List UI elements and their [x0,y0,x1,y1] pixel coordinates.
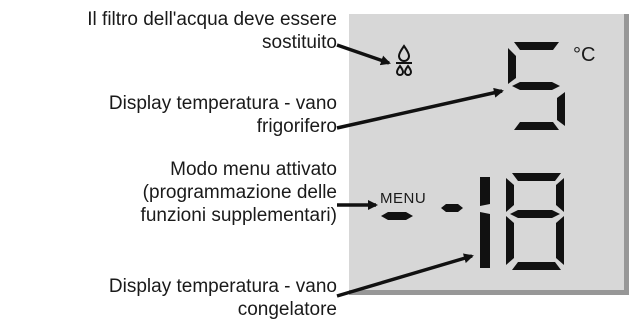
freezer-digit-1-upper [480,177,490,206]
label-water-filter-line1: Il filtro dell'acqua deve essere [87,9,337,30]
arrow-fridge-display [336,87,504,130]
label-water-filter-line2: sostituito [262,32,337,53]
water-drops-icon [395,44,413,76]
menu-indicator-bar [381,212,413,220]
label-water-filter: Il filtro dell'acqua deve essere sostitu… [87,8,337,54]
arrow-water-filter [336,43,391,66]
label-menu-mode: Modo menu attivato (programmazione delle… [141,158,337,227]
label-fridge-display: Display temperatura - vano frigorifero [109,92,337,138]
arrow-freezer-display [336,253,474,298]
celsius-unit: °C [573,44,596,66]
menu-indicator-text: MENU [380,190,427,207]
freezer-digit-1-lower [480,212,490,268]
freezer-minus-segment [441,204,463,212]
label-menu-mode-line2: (programmazione delle [142,182,337,203]
label-freezer-display-line1: Display temperatura - vano [108,276,337,297]
label-menu-mode-line3: funzioni supplementari) [140,205,337,226]
freezer-temperature-digits [441,173,564,270]
label-fridge-display-line2: frigorifero [256,116,337,137]
label-menu-mode-line1: Modo menu attivato [170,159,337,180]
label-freezer-display: Display temperatura - vano congelatore [109,275,337,321]
label-fridge-display-line1: Display temperatura - vano [108,93,337,114]
label-freezer-display-line2: congelatore [237,299,337,320]
fridge-temperature-digit-5 [508,42,565,130]
